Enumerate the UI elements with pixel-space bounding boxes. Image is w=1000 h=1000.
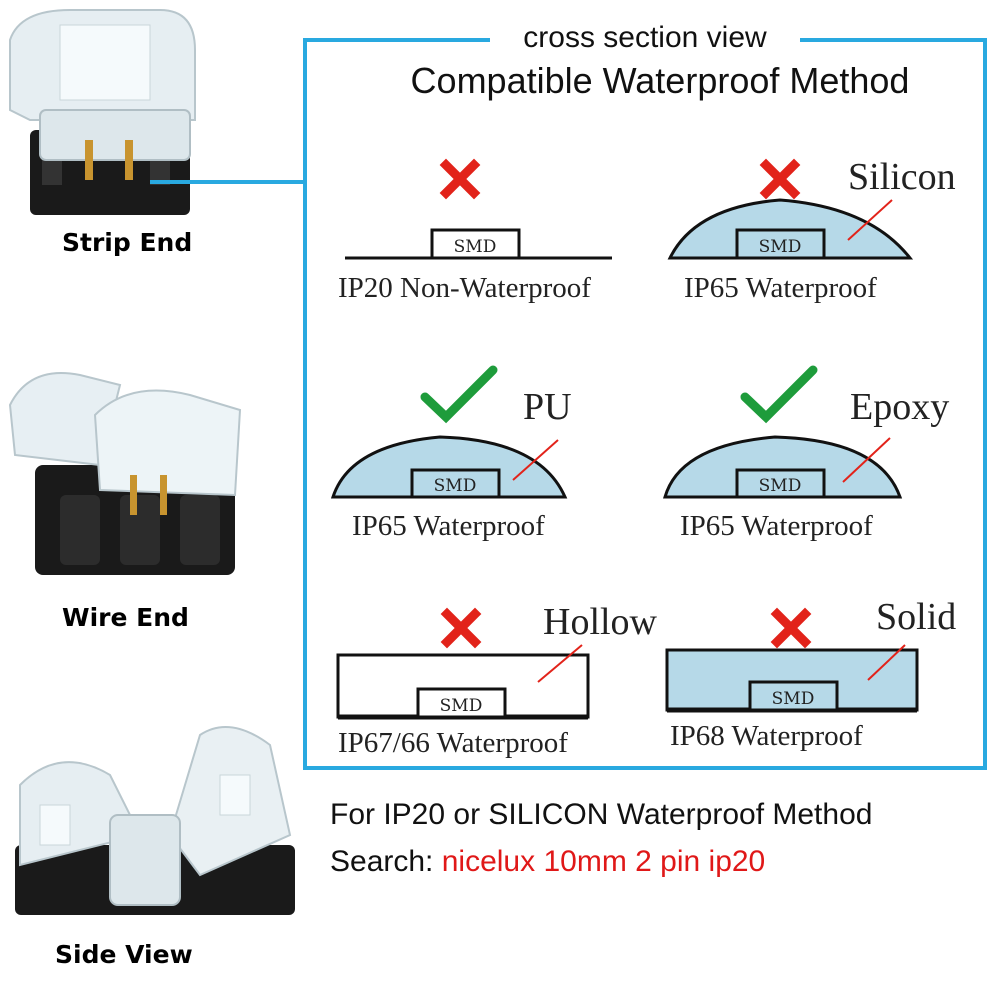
frame-title: cross section view <box>490 18 800 58</box>
cross-icon <box>770 607 812 649</box>
material-label: Solid <box>876 596 957 638</box>
diagram-title: Compatible Waterproof Method <box>410 60 910 101</box>
leader-line <box>512 439 559 481</box>
side-view-label: Side View <box>55 940 193 969</box>
cross-icon <box>440 607 482 649</box>
note-line: For IP20 or SILICON Waterproof Method <box>330 798 873 831</box>
leader-line <box>867 644 906 681</box>
wire-end-label: Wire End <box>62 603 189 632</box>
search-label: Search: <box>330 845 434 878</box>
method-caption: IP68 Waterproof <box>670 720 863 752</box>
search-line: Search: nicelux 10mm 2 pin ip20 <box>330 845 765 879</box>
method-hollow: SMD <box>336 607 590 720</box>
svg-text:SMD: SMD <box>759 476 802 496</box>
method-epoxy: SMD <box>663 365 903 499</box>
svg-text:SMD: SMD <box>772 689 815 709</box>
method-caption: IP65 Waterproof <box>352 510 545 542</box>
method-pu: SMD <box>330 365 568 499</box>
check-icon <box>740 365 818 424</box>
method-ip20: SMD <box>345 158 612 260</box>
strip-end-label: Strip End <box>62 228 193 257</box>
cross-icon <box>759 158 801 200</box>
strip-end-photo <box>9 9 196 215</box>
method-silicon: SMD <box>667 158 914 260</box>
side-view-photo <box>15 726 295 915</box>
leader-line <box>842 437 891 483</box>
svg-text:SMD: SMD <box>454 237 497 257</box>
material-label: Epoxy <box>850 386 950 428</box>
method-caption: IP65 Waterproof <box>680 510 873 542</box>
method-caption: IP20 Non-Waterproof <box>338 272 591 304</box>
wire-end-photo <box>8 372 242 575</box>
material-label: PU <box>523 386 572 428</box>
material-label: Silicon <box>848 156 956 198</box>
method-caption: IP67/66 Waterproof <box>338 727 568 759</box>
check-icon <box>420 365 498 424</box>
svg-text:SMD: SMD <box>759 237 802 257</box>
search-term: nicelux 10mm 2 pin ip20 <box>441 845 766 878</box>
method-solid: SMD <box>665 607 919 713</box>
material-label: Hollow <box>543 601 657 643</box>
svg-text:SMD: SMD <box>440 696 483 716</box>
method-caption: IP65 Waterproof <box>684 272 877 304</box>
leader-line <box>537 644 583 683</box>
leader-line <box>847 199 893 241</box>
cross-icon <box>439 158 481 200</box>
svg-text:SMD: SMD <box>434 476 477 496</box>
